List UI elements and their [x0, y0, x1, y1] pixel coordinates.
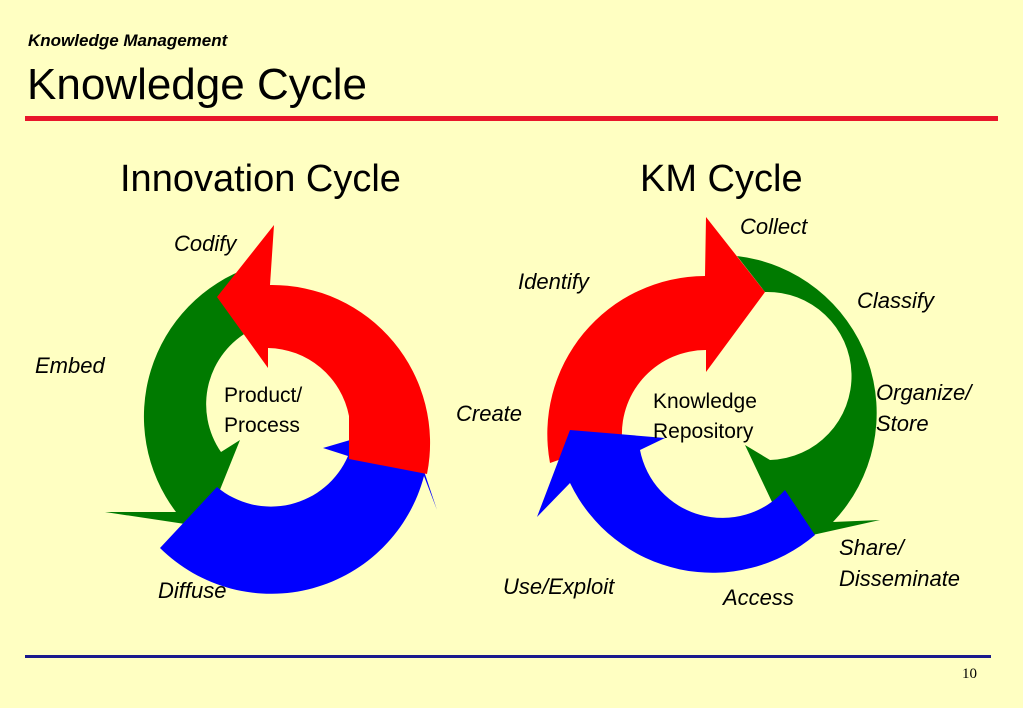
km-cycle-heading: KM Cycle — [640, 158, 803, 200]
title-divider — [25, 116, 998, 121]
km-red-arrow — [547, 217, 765, 463]
innovation-center-line1: Product/ — [224, 384, 303, 407]
stage-embed: Embed — [35, 353, 105, 378]
stage-diffuse: Diffuse — [158, 578, 227, 603]
stage-codify: Codify — [174, 231, 237, 256]
innovation-blue-arrow — [160, 423, 437, 594]
page-number: 10 — [962, 666, 977, 682]
stage-organize: Organize/ — [876, 380, 972, 405]
stage-create: Create — [456, 401, 523, 426]
km-blue-arrow — [537, 430, 815, 573]
km-center-line2: Repository — [653, 420, 754, 443]
stage-classify: Classify — [857, 288, 935, 313]
stage-store: Store — [876, 411, 929, 436]
innovation-red-arrow — [217, 225, 431, 474]
header-kicker: Knowledge Management — [28, 31, 228, 50]
km-cycle-diagram — [537, 217, 880, 573]
km-green-arrow — [737, 256, 880, 540]
stage-share: Share/ — [839, 535, 904, 560]
innovation-cycle-heading: Innovation Cycle — [120, 158, 401, 200]
stage-access: Access — [723, 585, 794, 610]
innovation-green-arrow — [105, 267, 251, 527]
stage-collect: Collect — [740, 214, 808, 239]
innovation-cycle-diagram — [105, 225, 437, 594]
stage-use-exploit: Use/Exploit — [503, 574, 615, 599]
km-center-line1: Knowledge — [653, 390, 757, 413]
stage-disseminate: Disseminate — [839, 566, 961, 591]
innovation-center-line2: Process — [224, 414, 300, 437]
footer-divider — [25, 655, 991, 658]
page-title: Knowledge Cycle — [27, 60, 367, 109]
stage-identify: Identify — [518, 269, 589, 294]
